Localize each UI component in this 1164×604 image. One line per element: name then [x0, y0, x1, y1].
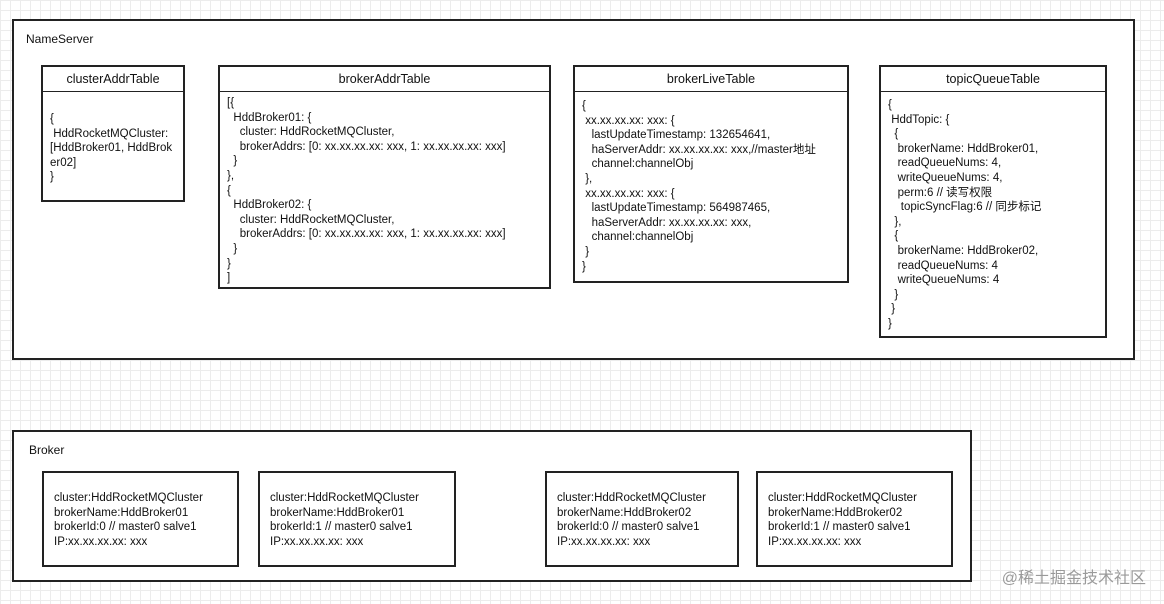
broker-ip: IP:xx.xx.xx.xx: xxx [270, 535, 364, 548]
broker-card: cluster:HddRocketMQCluster brokerName:Hd… [756, 471, 953, 567]
broker-name: brokerName:HddBroker01 [54, 506, 189, 519]
broker-live-table: brokerLiveTable { xx.xx.xx.xx: xxx: { la… [573, 65, 849, 283]
broker-live-table-title: brokerLiveTable [575, 67, 847, 92]
broker-id: brokerId:1 // master0 salve1 [768, 521, 911, 534]
broker-card: cluster:HddRocketMQCluster brokerName:Hd… [42, 471, 239, 567]
broker-addr-table-body: [{ HddBroker01: { cluster: HddRocketMQCl… [227, 97, 506, 285]
broker-name: brokerName:HddBroker02 [557, 506, 692, 519]
topic-queue-table-body: { HddTopic: { { brokerName: HddBroker01,… [888, 99, 1042, 330]
broker-addr-table-title: brokerAddrTable [220, 67, 549, 92]
broker-id: brokerId:1 // master0 salve1 [270, 521, 413, 534]
broker-cluster: cluster:HddRocketMQCluster [768, 492, 917, 504]
broker-ip: IP:xx.xx.xx.xx: xxx [557, 535, 651, 548]
broker-live-table-body: { xx.xx.xx.xx: xxx: { lastUpdateTimestam… [582, 100, 816, 273]
broker-cluster: cluster:HddRocketMQCluster [54, 492, 203, 504]
broker-label: Broker [29, 443, 65, 457]
cluster-addr-table: clusterAddrTable { HddRocketMQCluster: [… [41, 65, 185, 202]
cluster-addr-table-title: clusterAddrTable [43, 67, 183, 92]
broker-name: brokerName:HddBroker01 [270, 506, 405, 519]
broker-ip: IP:xx.xx.xx.xx: xxx [768, 535, 862, 548]
broker-id: brokerId:0 // master0 salve1 [54, 521, 197, 534]
broker-ip: IP:xx.xx.xx.xx: xxx [54, 535, 148, 548]
nameserver-label: NameServer [26, 32, 94, 46]
broker-card: cluster:HddRocketMQCluster brokerName:Hd… [545, 471, 739, 567]
broker-cluster: cluster:HddRocketMQCluster [557, 492, 706, 504]
topic-queue-table: topicQueueTable { HddTopic: { { brokerNa… [879, 65, 1107, 338]
cluster-addr-table-body: { HddRocketMQCluster: [HddBroker01, HddB… [50, 113, 173, 184]
broker-name: brokerName:HddBroker02 [768, 506, 903, 519]
broker-addr-table: brokerAddrTable [{ HddBroker01: { cluste… [218, 65, 551, 289]
broker-id: brokerId:0 // master0 salve1 [557, 521, 700, 534]
broker-card: cluster:HddRocketMQCluster brokerName:Hd… [258, 471, 456, 567]
broker-cluster: cluster:HddRocketMQCluster [270, 492, 419, 504]
topic-queue-table-title: topicQueueTable [881, 67, 1105, 92]
watermark: @稀土掘金技术社区 [1001, 570, 1146, 587]
